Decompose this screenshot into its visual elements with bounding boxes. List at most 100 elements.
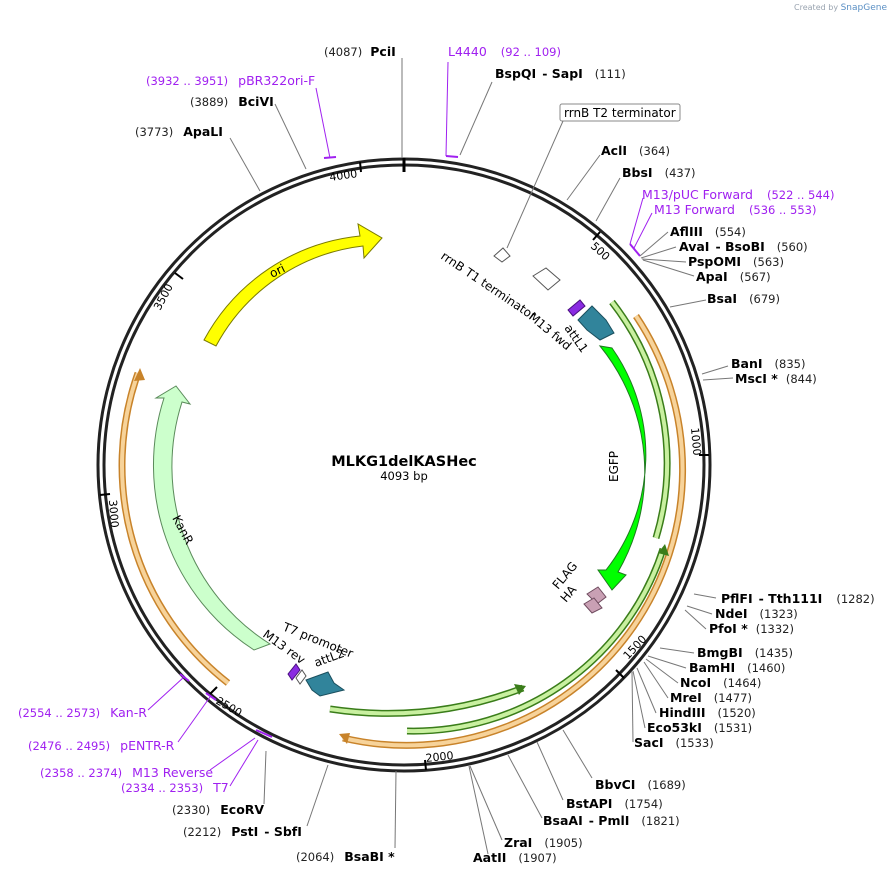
egfp-arrow (597, 345, 647, 591)
enzyme-bbvci: BbvCI(1689) (595, 777, 686, 792)
enzyme-bbsi: BbsI(437) (622, 165, 696, 180)
enzyme-bsai: BsaI(679) (707, 291, 780, 306)
snapgene-logo: SnapGene (840, 3, 887, 13)
m13-rev-arrow (287, 663, 301, 681)
enzyme-ecorv: (2330)EcoRV (172, 802, 264, 817)
tick-3000 (99, 493, 111, 496)
leader-pfoi (684, 609, 707, 630)
enzyme-mrei: MreI(1477) (670, 690, 752, 705)
tick-3500 (174, 272, 184, 280)
enzyme-bamhi: BamHI(1460) (689, 660, 785, 675)
tick-label-2000: 2000 (425, 749, 454, 765)
leader-afliii (639, 231, 669, 257)
enzyme-bsabi: (2064)BsaBI * (296, 849, 395, 864)
enzyme-saci: SacI(1533) (634, 735, 714, 750)
enzyme-aatii: AatII(1907) (473, 850, 557, 865)
rrnb-t2-label: rrnB T2 terminator (564, 106, 676, 120)
attl2-label: attL2 (312, 646, 346, 670)
leader-primer-m13fwd (633, 212, 653, 249)
primer-pbr322ori-f: (3932 .. 3951)pBR322ori-F (146, 73, 315, 88)
enzyme-bstapi: BstAPI(1754) (566, 796, 663, 811)
enzyme-avai-bsobi: AvaI- BsoBI(560) (679, 239, 808, 254)
tick-4000 (359, 161, 362, 173)
orf-arc-right (342, 314, 685, 748)
leader-bspqi (459, 81, 493, 156)
primer-labels: L4440(92 .. 109) M13/pUC Forward(522 .. … (18, 44, 834, 795)
orf-arc-left (120, 372, 230, 685)
leader-bstapi (536, 741, 564, 801)
leader-primer-pentr (177, 696, 211, 743)
tick-label-3000: 3000 (106, 499, 121, 528)
ori-arrow (203, 223, 383, 347)
leader-eco53ki (632, 670, 646, 729)
primer-marks (179, 155, 641, 738)
leader-ndei (686, 605, 713, 615)
leader-pflfi (693, 593, 717, 599)
leader-psp-omi (641, 258, 687, 263)
leader-mrei (643, 661, 669, 699)
rrnb-t2-arrow (493, 247, 511, 263)
tick-marks (99, 158, 709, 771)
enzyme-apai: ApaI(567) (696, 269, 771, 284)
enzyme-hindiii: HindIII(1520) (659, 705, 756, 720)
rrnb-t2-label-box (559, 103, 681, 122)
leader-avai (640, 246, 677, 259)
leader-primer-m13rev (209, 737, 256, 771)
enzyme-eco53ki: Eco53kI(1531) (647, 720, 752, 735)
rrnb-t1-label: rrnB T1 terminator (438, 249, 538, 323)
egfp-label: EGFP (607, 451, 621, 482)
enzyme-pspomi: PspOMI(563) (688, 254, 784, 269)
primer-pentr-r: (2476 .. 2495)pENTR-R (28, 738, 175, 753)
leader-saci (631, 671, 634, 743)
tick-label-500: 500 (588, 240, 612, 264)
enzyme-msci: MscI *(844) (735, 371, 817, 386)
t7-promoter-arrow (295, 669, 307, 685)
snapgene-watermark: Created by SnapGene (794, 3, 887, 13)
leader-bsaai (507, 754, 543, 819)
enzyme-bmgbi: BmgBI(1435) (697, 645, 793, 660)
watermark-prefix: Created by (794, 3, 839, 12)
leader-ncoi (645, 658, 679, 684)
primer-mark-m13-reverse (255, 729, 273, 738)
leader-psti (306, 764, 329, 827)
enzyme-pcii: (4087)PciI (324, 44, 396, 59)
primer-mark-l4440 (445, 155, 459, 158)
primer-m13-forward: M13 Forward(536 .. 553) (654, 202, 816, 217)
attl2-arrow (305, 671, 346, 697)
enzyme-pfoi: PfoI *(1332) (709, 621, 794, 636)
primer-kan-r: (2554 .. 2573)Kan-R (18, 705, 147, 720)
enzyme-bani: BanI(835) (731, 356, 805, 371)
enzyme-zrai: ZraI(1905) (504, 835, 583, 850)
m13-fwd-arrow (567, 299, 586, 317)
tick-label-1000: 1000 (688, 427, 703, 456)
leader-primer-t7 (229, 739, 259, 787)
leader-bsabi (394, 770, 397, 849)
kanr-arrow (152, 385, 272, 651)
enzyme-acli: AclI(364) (601, 143, 670, 158)
leader-lines (229, 58, 734, 855)
leader-primer-l4440 (445, 61, 449, 157)
leader-acli (566, 154, 601, 201)
rrnb-t2-leader (506, 120, 564, 249)
leader-bamhi (647, 655, 687, 669)
primer-leaders (147, 61, 653, 787)
orf-green-arrowhead (658, 544, 669, 556)
enzyme-pflfi-tth111i: PflFI- Tth111I(1282) (721, 591, 875, 606)
tick-2500 (209, 686, 218, 695)
leader-zrai (469, 765, 503, 841)
enzyme-ndei: NdeI(1323) (715, 606, 798, 621)
primer-mark-m13-forward (629, 243, 641, 257)
plasmid-name: MLKG1delKASHec (331, 454, 477, 470)
leader-bsai (669, 299, 707, 308)
orf-green-egfp (610, 300, 670, 539)
leader-primer-m13puc (629, 197, 644, 245)
leader-bmgbi (659, 647, 695, 654)
feature-labels: rrnB T2 terminator rrnB T1 terminator M1… (169, 103, 681, 670)
leader-bbsi (595, 177, 621, 222)
enzyme-apali: (3773)ApaLI (135, 124, 223, 139)
leader-primer-pbr322 (315, 87, 331, 159)
ha-arrow (583, 597, 603, 614)
leader-apali (229, 137, 261, 192)
leader-hindiii (636, 667, 657, 714)
